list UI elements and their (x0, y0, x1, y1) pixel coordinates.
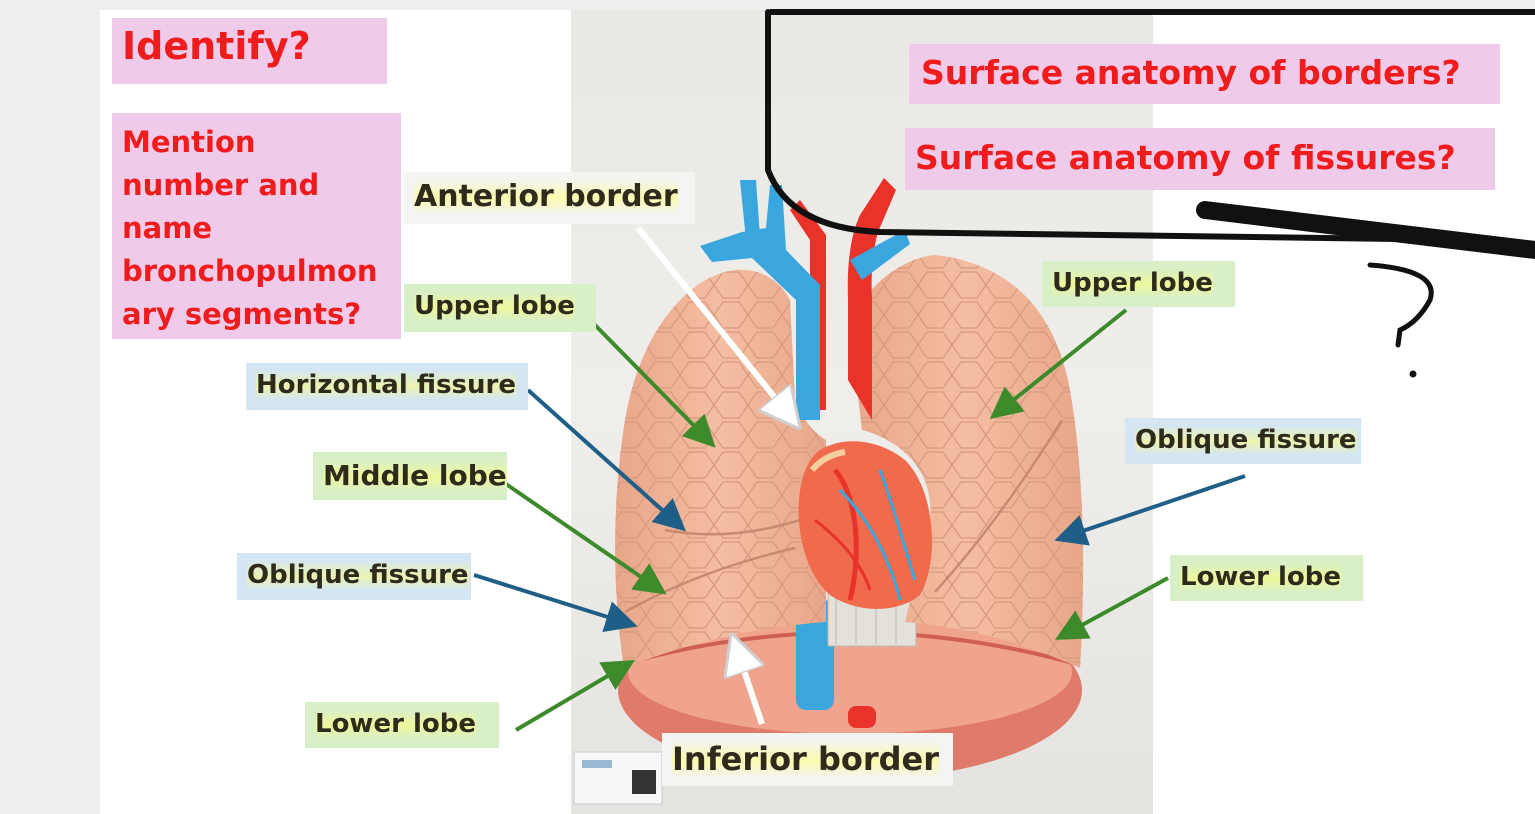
label-lower-lobe-right: Lower lobe (305, 702, 499, 748)
arrow-inferior-border (735, 644, 765, 725)
model-info-card (573, 751, 663, 805)
label-text: Oblique fissure (247, 560, 469, 590)
label-text: Lower lobe (315, 709, 476, 739)
label-oblique-fissure-left: Oblique fissure (1125, 418, 1361, 464)
arrow-oblique-fissure-right (473, 573, 638, 633)
arrow-upper-lobe-right (590, 320, 716, 448)
question-identify: Identify? (112, 18, 387, 84)
arrow-upper-lobe-left (989, 308, 1128, 419)
label-lower-lobe-left: Lower lobe (1170, 555, 1363, 601)
arrow-lower-lobe-left (1054, 576, 1169, 640)
arrow-anterior-border (635, 226, 793, 420)
question-segments-line: number and (122, 168, 320, 202)
arrow-horizontal-fissure (526, 388, 686, 532)
handwritten-frame (765, 9, 1535, 378)
left-lung (850, 255, 1084, 668)
label-oblique-fissure-right: Oblique fissure (237, 553, 471, 600)
question-segments-line: ary segments? (122, 297, 362, 331)
label-text: Lower lobe (1180, 562, 1341, 592)
label-text: Oblique fissure (1135, 425, 1357, 455)
question-bronchopulmonary-segments: Mention number and name bronchopulmon ar… (112, 113, 401, 339)
arrow-lower-lobe-right (514, 659, 635, 732)
question-segments-line: Mention (122, 125, 256, 159)
great-vessels (700, 178, 910, 420)
label-text: Horizontal fissure (256, 370, 516, 400)
arrow-oblique-fissure-left (1054, 474, 1246, 546)
question-segments-line: name (122, 211, 213, 245)
label-text: Middle lobe (323, 459, 507, 492)
label-inferior-border: Inferior border (662, 733, 953, 786)
question-segments-line: bronchopulmon (122, 254, 378, 288)
question-surface-anatomy-borders: Surface anatomy of borders? (909, 44, 1500, 104)
label-upper-lobe-right: Upper lobe (404, 284, 596, 332)
arrows (473, 226, 1246, 732)
heart (798, 441, 932, 609)
label-text: Inferior border (672, 740, 940, 778)
question-surface-anatomy-fissures: Surface anatomy of fissures? (905, 128, 1495, 190)
label-upper-lobe-left: Upper lobe (1042, 261, 1235, 307)
label-text: Anterior border (414, 179, 678, 214)
right-lung (615, 269, 826, 668)
label-text: Upper lobe (1052, 268, 1213, 298)
label-anterior-border: Anterior border (404, 172, 695, 224)
arrow-middle-lobe (504, 482, 667, 595)
label-text: Upper lobe (414, 291, 575, 321)
label-middle-lobe: Middle lobe (313, 452, 507, 500)
label-horizontal-fissure: Horizontal fissure (246, 363, 528, 410)
